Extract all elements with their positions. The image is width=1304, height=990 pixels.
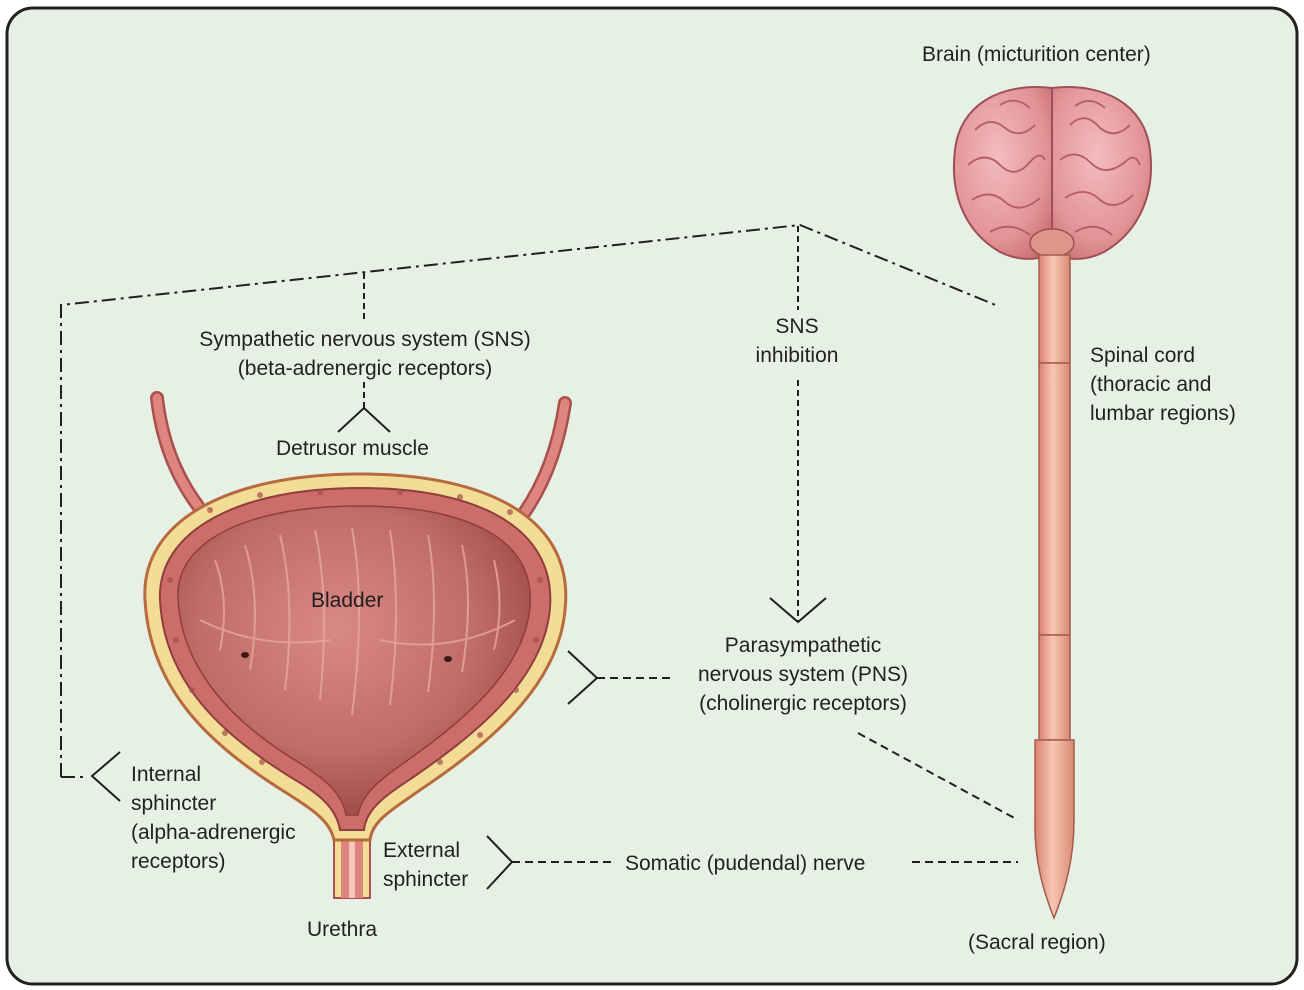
spinal-cord-line2: (thoracic and xyxy=(1090,370,1236,399)
detrusor-label: Detrusor muscle xyxy=(276,434,429,463)
sns-inhibition-label: SNS inhibition xyxy=(730,312,864,370)
bladder-label: Bladder xyxy=(311,586,383,615)
brain-label: Brain (micturition center) xyxy=(922,40,1151,69)
external-sphincter-label: External sphincter xyxy=(383,836,468,894)
external-sphincter-line2: sphincter xyxy=(383,865,468,894)
urethra-label: Urethra xyxy=(307,915,377,944)
sns-label-line1: Sympathetic nervous system (SNS) xyxy=(160,325,570,354)
brain-illustration xyxy=(954,87,1151,259)
pns-label: Parasympathetic nervous system (PNS) (ch… xyxy=(670,631,936,718)
internal-sphincter-line2: sphincter xyxy=(131,789,296,818)
pns-label-line3: (cholinergic receptors) xyxy=(670,689,936,718)
somatic-nerve-label: Somatic (pudendal) nerve xyxy=(625,849,865,878)
pns-label-line1: Parasympathetic xyxy=(670,631,936,660)
sacral-region-label: (Sacral region) xyxy=(968,928,1106,957)
internal-sphincter-line1: Internal xyxy=(131,760,296,789)
internal-sphincter-line4: receptors) xyxy=(131,847,296,876)
spinal-cord-illustration xyxy=(1035,255,1074,918)
sns-label: Sympathetic nervous system (SNS) (beta-a… xyxy=(160,325,570,383)
internal-sphincter-label: Internal sphincter (alpha-adrenergic rec… xyxy=(131,760,296,876)
spinal-cord-line3: lumbar regions) xyxy=(1090,399,1236,428)
spinal-cord-label: Spinal cord (thoracic and lumbar regions… xyxy=(1090,341,1236,428)
pns-label-line2: nervous system (PNS) xyxy=(670,660,936,689)
spinal-cord-line1: Spinal cord xyxy=(1090,341,1236,370)
sns-inhibition-line2: inhibition xyxy=(730,341,864,370)
sns-label-line2: (beta-adrenergic receptors) xyxy=(160,354,570,383)
sns-inhibition-line1: SNS xyxy=(730,312,864,341)
internal-sphincter-line3: (alpha-adrenergic xyxy=(131,818,296,847)
external-sphincter-line1: External xyxy=(383,836,468,865)
